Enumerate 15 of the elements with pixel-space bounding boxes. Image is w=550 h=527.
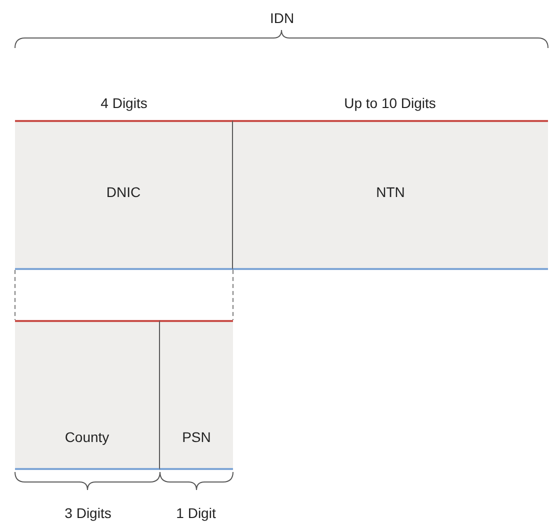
- field-box: [233, 120, 548, 270]
- digit-count-label: 4 Digits: [100, 95, 148, 111]
- field-name: DNIC: [106, 184, 141, 200]
- field-name: PSN: [182, 429, 211, 445]
- field-box: [15, 120, 233, 270]
- field-name: NTN: [376, 184, 405, 200]
- field-box: [15, 320, 160, 470]
- digit-count-label: 1 Digit: [176, 505, 216, 521]
- field-name: County: [64, 429, 110, 445]
- dashed-line: [14, 270, 16, 320]
- title-label: IDN: [270, 10, 294, 26]
- digit-count-label: Up to 10 Digits: [344, 95, 436, 111]
- field-box: [160, 320, 233, 470]
- digit-count-label: 3 Digits: [64, 505, 112, 521]
- dashed-line: [232, 270, 234, 320]
